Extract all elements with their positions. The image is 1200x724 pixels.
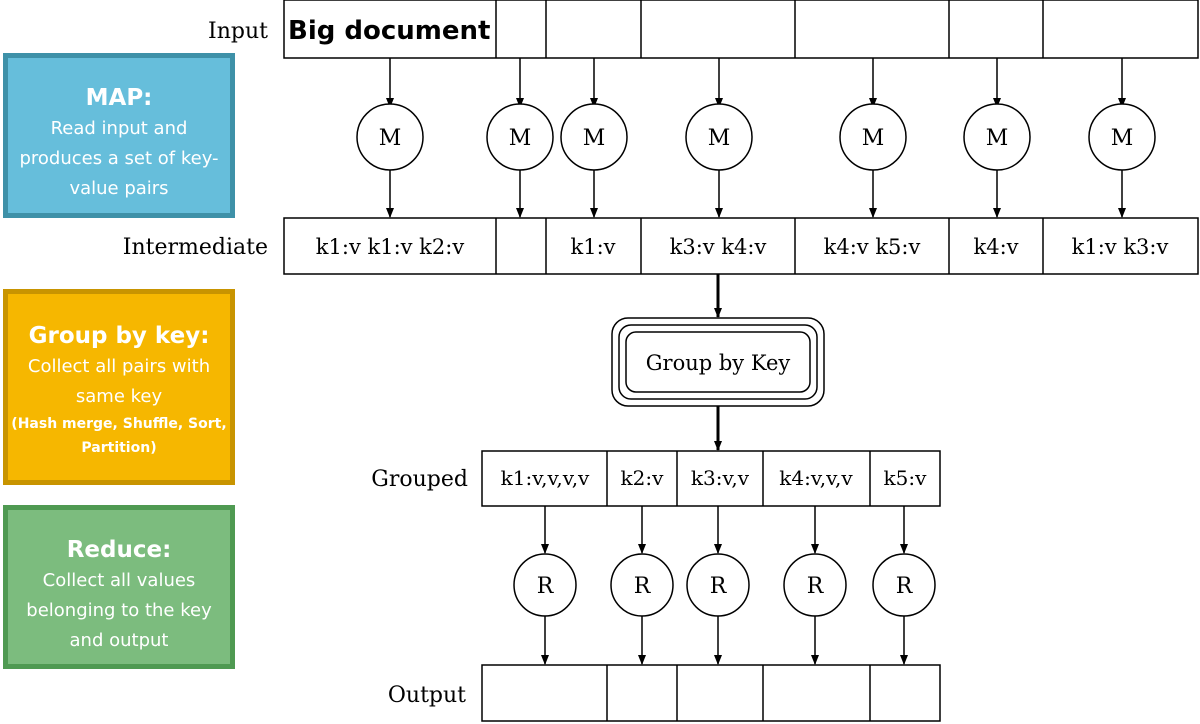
input-row-label: Input bbox=[208, 19, 268, 44]
group-stage-description: Collect all pairs with same key bbox=[27, 356, 211, 407]
intermediate-cell-text: k4:v k5:v bbox=[824, 235, 921, 259]
grouped-cell-text: k1:v,v,v,v bbox=[501, 466, 590, 490]
output-row bbox=[481, 664, 941, 722]
grouped-cell-text: k5:v bbox=[884, 466, 928, 490]
intermediate-cell-text: k1:v k3:v bbox=[1072, 235, 1169, 259]
group-stage-title: Group by key: bbox=[28, 323, 210, 349]
group-by-key-node: Group by Key bbox=[611, 317, 825, 407]
reduce-node-label: R bbox=[537, 574, 555, 599]
reduce-node: R bbox=[686, 506, 750, 665]
reduce-nodes: R R R R R bbox=[513, 506, 936, 665]
map-nodes: M M M M M M bbox=[356, 58, 1156, 218]
intermediate-cell-text: k4:v bbox=[973, 235, 1018, 259]
map-stage-description: Read input and produces a set of key-val… bbox=[19, 118, 219, 199]
reduce-node-label: R bbox=[896, 574, 914, 599]
group-stage-note: (Hash merge, Shuffle, Sort, Partition) bbox=[11, 416, 227, 456]
grouped-row: k1:v,v,v,v k2:v k3:v,v k4:v,v,v k5:v bbox=[481, 450, 941, 507]
grouped-row-border bbox=[481, 450, 941, 507]
map-node: M bbox=[685, 58, 753, 218]
map-node: M bbox=[963, 58, 1031, 218]
map-node-label: M bbox=[583, 126, 606, 151]
output-row-border bbox=[481, 664, 941, 722]
reduce-stage-box: Reduce: Collect all values belonging to … bbox=[3, 505, 235, 669]
reduce-stage-description: Collect all values belonging to the key … bbox=[26, 570, 212, 651]
map-node-label: M bbox=[708, 126, 731, 151]
intermediate-row-border bbox=[283, 217, 1199, 275]
map-node-label: M bbox=[986, 126, 1009, 151]
map-node: M bbox=[356, 58, 424, 218]
reduce-node-label: R bbox=[710, 574, 728, 599]
reduce-node-label: R bbox=[807, 574, 825, 599]
map-node: M bbox=[839, 58, 907, 218]
reduce-stage-title: Reduce: bbox=[66, 537, 172, 563]
group-stage-box: Group by key: Collect all pairs with sam… bbox=[3, 289, 235, 485]
grouped-cell-text: k2:v bbox=[621, 466, 665, 490]
group-node-inner-border bbox=[625, 331, 811, 393]
map-node: M bbox=[1088, 58, 1156, 218]
intermediate-row-label: Intermediate bbox=[123, 235, 268, 260]
grouped-cell-text: k4:v,v,v bbox=[779, 466, 853, 490]
grouped-row-label: Grouped bbox=[371, 467, 468, 492]
reduce-node: R bbox=[783, 506, 847, 665]
output-row-label: Output bbox=[388, 683, 466, 708]
grouped-cell-text: k3:v,v bbox=[691, 466, 750, 490]
map-node-label: M bbox=[509, 126, 532, 151]
map-node-label: M bbox=[862, 126, 885, 151]
reduce-node: R bbox=[610, 506, 674, 665]
intermediate-cell-text: k1:v k1:v k2:v bbox=[316, 235, 465, 259]
group-node-middle-border bbox=[618, 324, 818, 400]
map-node-label: M bbox=[1111, 126, 1134, 151]
reduce-node: R bbox=[872, 506, 936, 665]
intermediate-cell-text: k3:v k4:v bbox=[670, 235, 767, 259]
map-node: M bbox=[486, 58, 554, 218]
map-stage-box: MAP: Read input and produces a set of ke… bbox=[3, 53, 235, 218]
reduce-node-label: R bbox=[634, 574, 652, 599]
intermediate-cell-text: k1:v bbox=[570, 235, 615, 259]
input-row: Big document bbox=[283, 0, 1199, 59]
map-node-label: M bbox=[379, 126, 402, 151]
intermediate-row: k1:v k1:v k2:v k1:v k3:v k4:v k4:v k5:v … bbox=[283, 217, 1199, 275]
input-row-border bbox=[283, 0, 1199, 59]
reduce-node: R bbox=[513, 506, 577, 665]
input-cell-text: Big document bbox=[288, 16, 490, 46]
map-node: M bbox=[560, 58, 628, 218]
map-stage-title: MAP: bbox=[85, 85, 153, 111]
group-node-label: Group by Key bbox=[646, 351, 791, 375]
